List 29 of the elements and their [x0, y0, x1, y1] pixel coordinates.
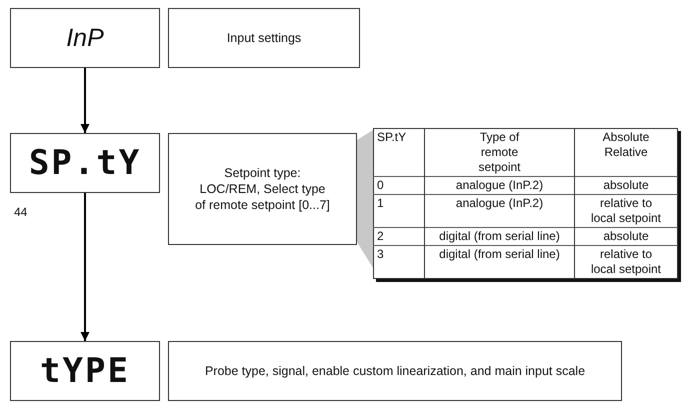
header-cell: Absolute Relative — [574, 128, 678, 176]
description-box — [168, 8, 360, 68]
description-box — [168, 133, 357, 245]
table-cell: 1 — [374, 194, 424, 228]
code-display-box — [10, 8, 160, 68]
segment-display-text: SP.tY — [28, 143, 142, 183]
callout-wedge — [357, 130, 373, 268]
table-cell: analogue (InP.2) — [424, 194, 574, 228]
table-cell: 0 — [374, 176, 424, 194]
segment-display-box — [10, 133, 160, 193]
segment-display-box — [10, 341, 160, 401]
table-cell: digital (from serial line) — [424, 228, 574, 246]
header-cell: SP.tY — [374, 128, 424, 176]
description-box — [168, 341, 622, 401]
description-text: Probe type, signal, enable custom linearization, and main input scale — [204, 362, 586, 380]
table-cell: digital (from serial line) — [424, 246, 574, 278]
table-cell: analogue (InP.2) — [424, 176, 574, 194]
description-text: Setpoint type: LOC/REM, Select type of remote setpoint [0...7] — [194, 164, 331, 214]
page-number: 44 — [14, 205, 28, 219]
table-cell: 3 — [374, 246, 424, 278]
table-cell: absolute — [574, 176, 678, 194]
arrow — [80, 68, 90, 133]
description-text: Input settings — [226, 30, 302, 47]
table-cell: 2 — [374, 228, 424, 246]
segment-display-text: tYPE — [40, 351, 130, 391]
arrow — [80, 193, 90, 341]
table-cell: absolute — [574, 228, 678, 246]
table-cell: relative to local setpoint — [574, 246, 678, 278]
parameter-code: InP — [66, 24, 104, 52]
